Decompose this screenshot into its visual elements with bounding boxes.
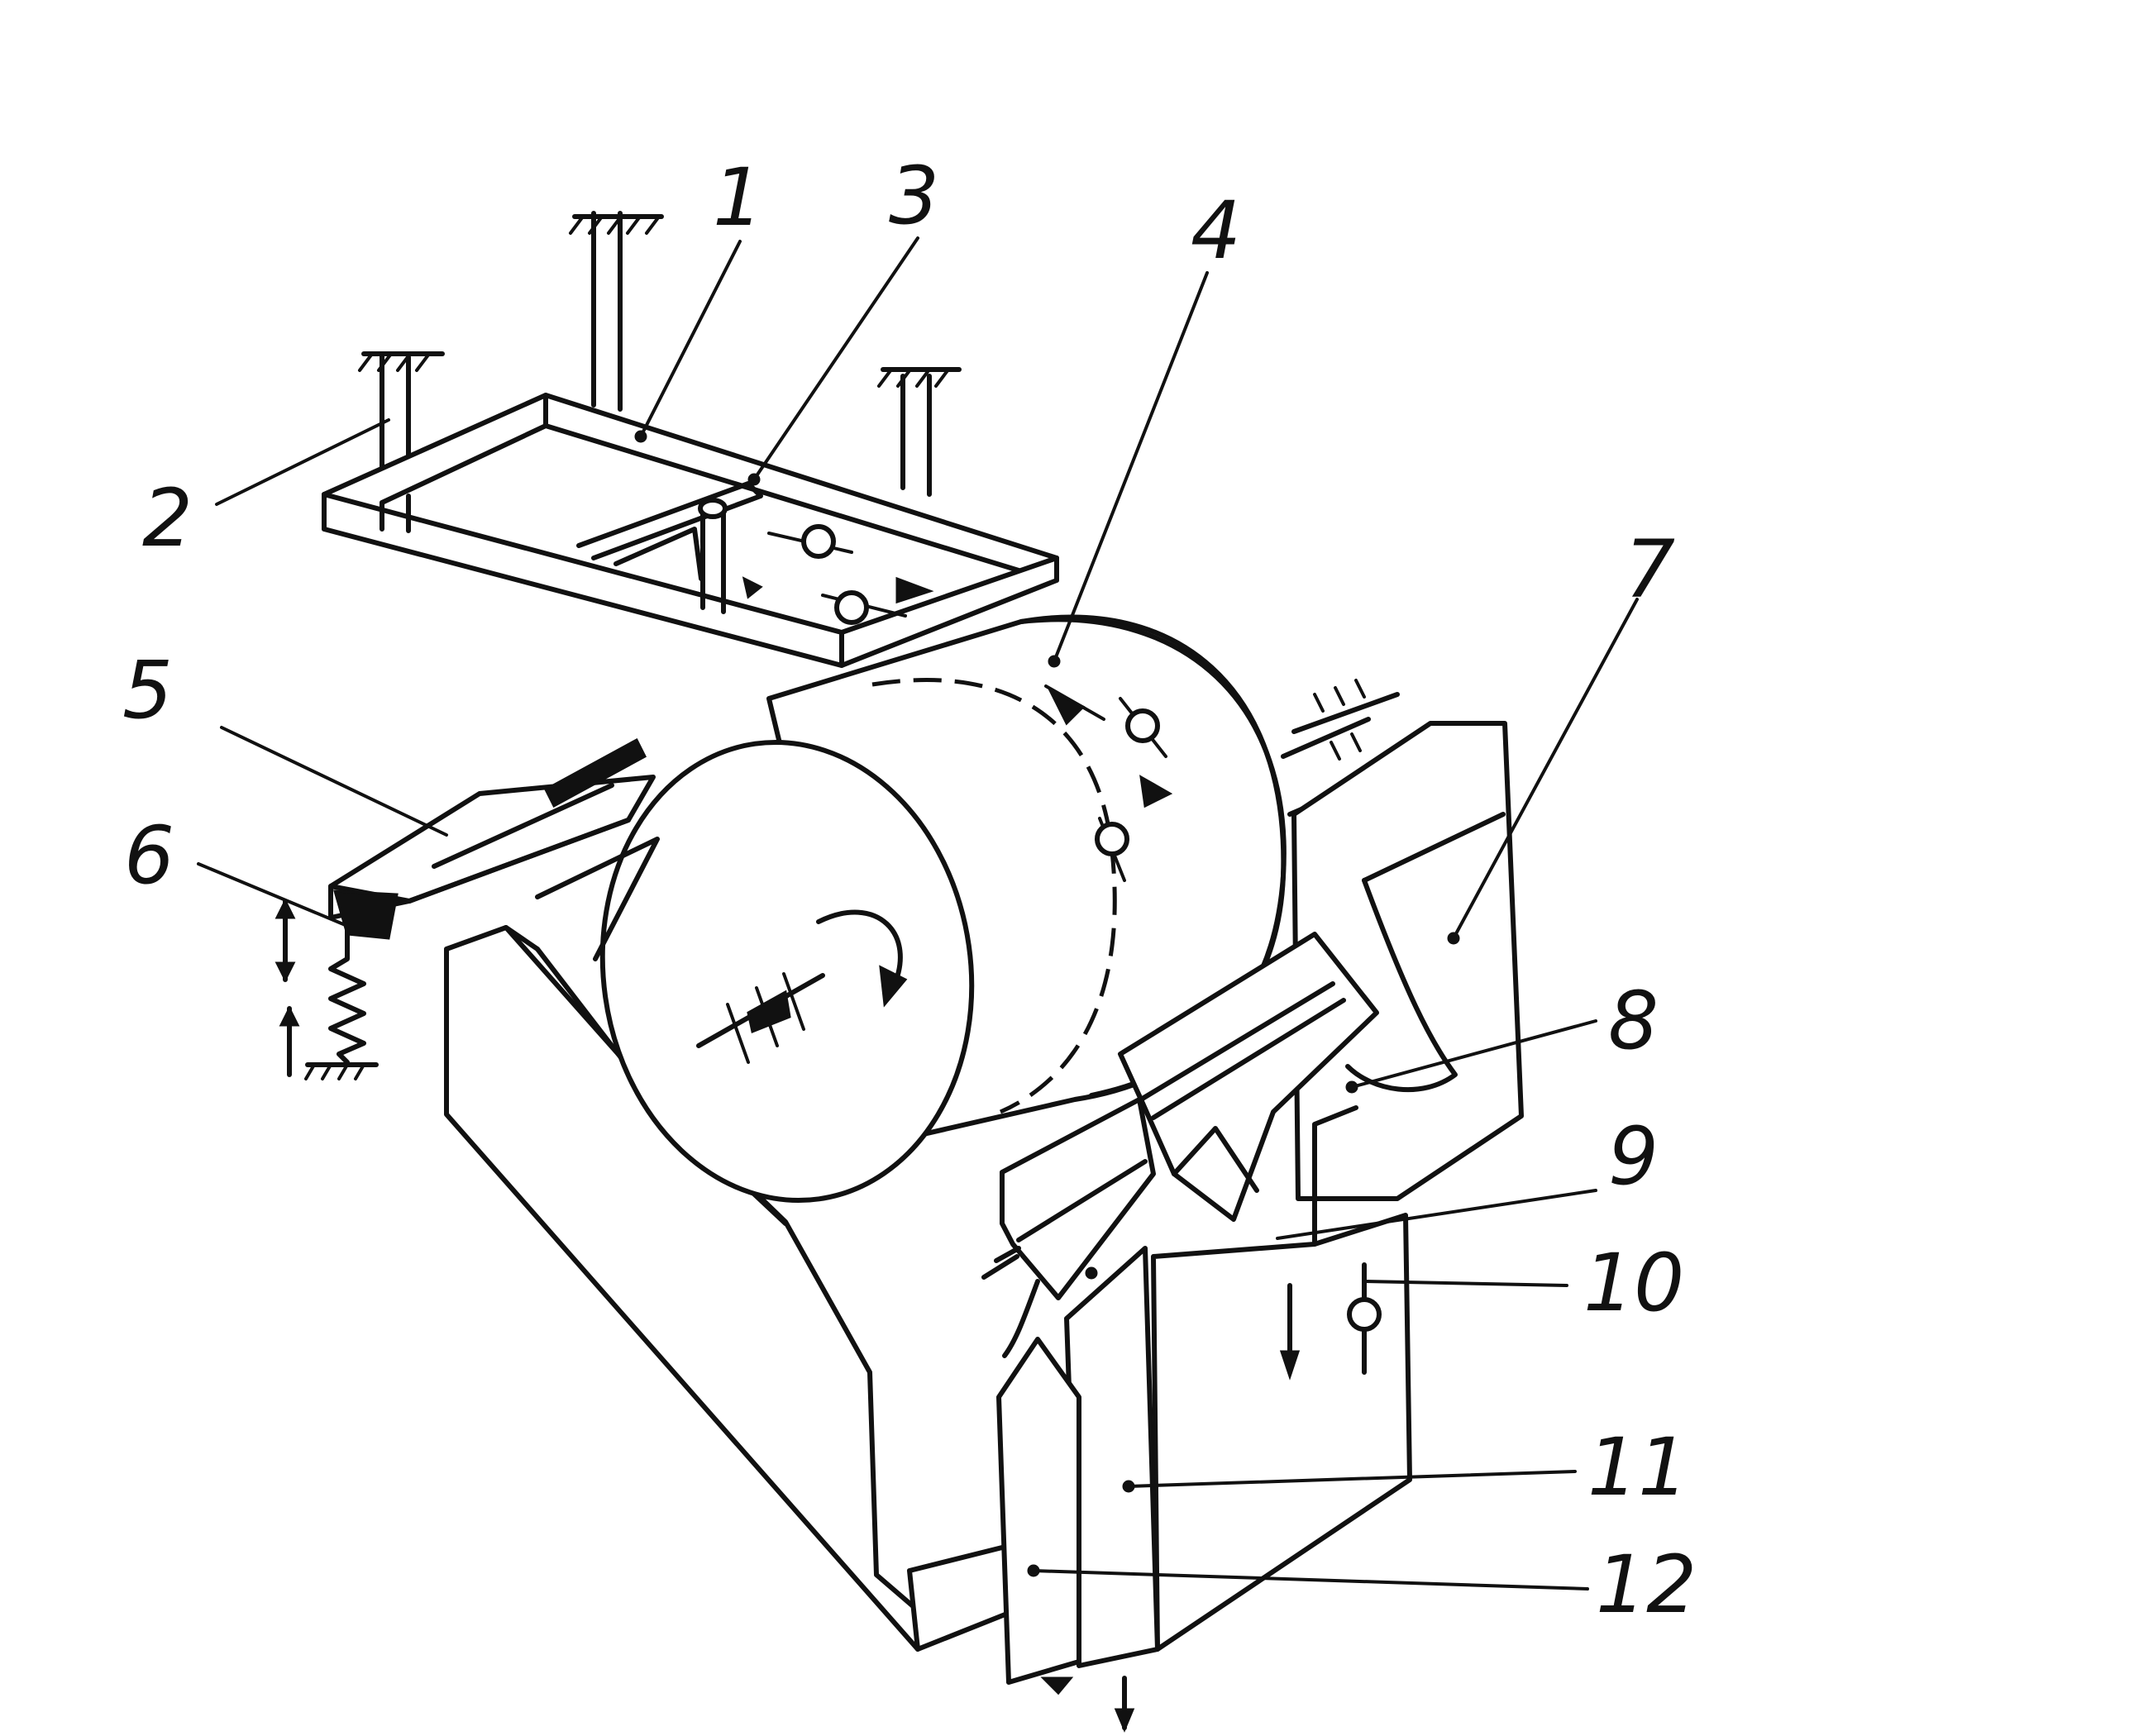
label-4: 4 <box>1191 184 1241 277</box>
splitter-plate-lower <box>981 1097 1156 1358</box>
label-5: 5 <box>122 644 173 737</box>
label-3: 3 <box>889 150 939 242</box>
axle-mount <box>1291 679 1400 761</box>
label-7: 7 <box>1625 523 1675 616</box>
label-1: 1 <box>713 151 763 244</box>
label-10: 10 <box>1583 1237 1684 1329</box>
rotating-drum <box>599 614 1400 1204</box>
tray-hanger-1 <box>569 211 664 412</box>
adjustment-spring <box>275 898 379 1080</box>
leader-dots <box>634 430 1460 1577</box>
drum-shaft <box>696 972 825 1064</box>
label-6: 6 <box>124 809 174 902</box>
discharge-housing <box>1291 721 1524 1201</box>
label-9: 9 <box>1608 1110 1659 1203</box>
chute-left <box>996 1337 1135 1733</box>
splitter-plate <box>1118 932 1379 1222</box>
feed-tray <box>322 211 1059 668</box>
leader-lines <box>197 236 1639 1591</box>
label-2: 2 <box>142 472 193 565</box>
label-8: 8 <box>1608 975 1659 1067</box>
base-frame <box>444 925 1018 1652</box>
component-labels: 1 2 3 4 5 6 7 8 9 10 11 12 <box>122 150 1697 1631</box>
label-11: 11 <box>1587 1421 1688 1514</box>
tray-hanger-3 <box>877 367 962 497</box>
label-12: 12 <box>1596 1538 1697 1631</box>
